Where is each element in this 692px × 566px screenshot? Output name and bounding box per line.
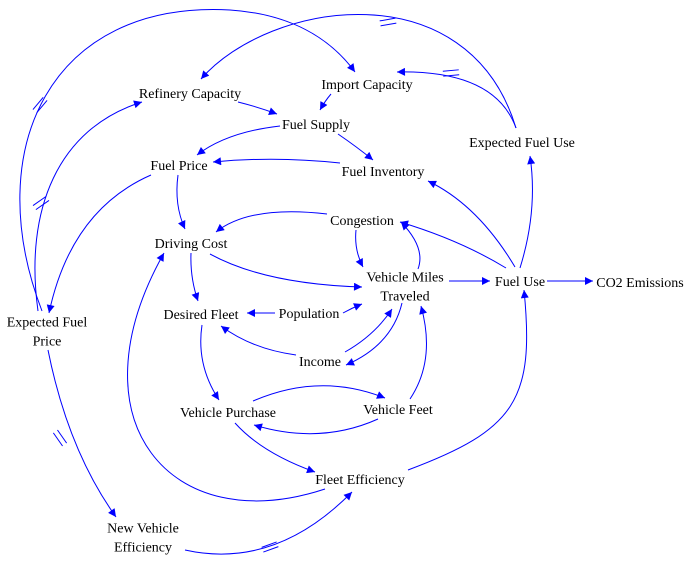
node-driving-cost: Driving Cost: [155, 237, 228, 252]
delay-mark: [442, 69, 460, 77]
link-fuel-price-to-driving-cost: [176, 174, 186, 230]
link-vehicle-feet-to-vehicle-purchase: [253, 418, 379, 435]
link-expected-fuel-use-to-refinery-capacity: [200, 14, 517, 129]
link-income-to-desired-fleet: [220, 325, 297, 356]
delay-mark: [32, 195, 50, 211]
link-import-capacity-to-fuel-supply: [319, 93, 332, 111]
link-vehicle-miles-traveled-to-congestion: [400, 221, 421, 270]
link-fleet-efficiency-to-fuel-use: [407, 289, 529, 471]
node-refinery-capacity: Refinery Capacity: [139, 87, 241, 102]
node-fuel-inventory: Fuel Inventory: [342, 165, 425, 180]
node-label-line: Driving Cost: [155, 237, 228, 252]
link-vehicle-purchase-to-fleet-efficiency: [234, 422, 316, 474]
link-expected-fuel-use-to-import-capacity: [396, 67, 517, 129]
node-label-line: Fuel Inventory: [342, 165, 425, 180]
delay-mark: [379, 17, 397, 27]
node-label-line: Population: [279, 307, 340, 322]
node-import-capacity: Import Capacity: [321, 78, 412, 93]
node-label-line: Expected Fuel Use: [469, 136, 575, 151]
node-population: Population: [279, 307, 340, 322]
node-label-line: Income: [299, 355, 341, 370]
link-expected-fuel-price-to-import-capacity: [19, 9, 356, 312]
node-co2-emissions: CO2 Emissions: [596, 276, 684, 291]
node-label-line: Price: [33, 335, 62, 350]
node-label-line: Congestion: [330, 214, 394, 229]
link-new-vehicle-efficiency-to-fleet-efficiency: [184, 491, 353, 555]
node-label-line: Efficiency: [114, 541, 172, 556]
link-population-to-vehicle-miles-traveled: [342, 303, 363, 314]
node-vehicle-feet: Vehicle Feet: [363, 403, 433, 418]
link-congestion-to-driving-cost: [215, 211, 328, 233]
link-income-to-vehicle-miles-traveled: [344, 308, 393, 353]
link-refinery-capacity-to-fuel-supply: [237, 101, 278, 115]
node-fuel-use: Fuel Use: [495, 275, 545, 290]
node-fuel-supply: Fuel Supply: [282, 118, 350, 133]
link-fuel-use-to-expected-fuel-use: [519, 155, 536, 269]
node-label-line: Refinery Capacity: [139, 87, 241, 102]
node-label-line: Traveled: [380, 290, 429, 305]
node-label-line: Fuel Use: [495, 275, 545, 290]
link-fuel-supply-to-fuel-inventory: [337, 133, 374, 161]
node-label-line: Desired Fleet: [163, 308, 238, 323]
link-vehicle-miles-traveled-to-income: [345, 302, 403, 366]
node-congestion: Congestion: [330, 214, 394, 229]
link-fleet-efficiency-to-driving-cost: [127, 252, 326, 502]
delay-mark: [52, 429, 68, 447]
links-layer: [19, 9, 593, 555]
link-fuel-use-to-fuel-inventory: [427, 180, 516, 268]
node-desired-fleet: Desired Fleet: [163, 308, 238, 323]
link-driving-cost-to-vehicle-miles-traveled: [209, 253, 363, 291]
node-label-line: Fleet Efficiency: [315, 473, 405, 488]
link-congestion-to-vehicle-miles-traveled: [355, 229, 364, 268]
link-expected-fuel-price-to-refinery-capacity: [34, 100, 143, 312]
delay-mark: [261, 541, 279, 553]
node-fuel-price: Fuel Price: [150, 159, 207, 174]
node-label-line: Fuel Supply: [282, 118, 350, 133]
node-label-line: Vehicle Miles: [366, 271, 443, 286]
node-expected-fuel-use: Expected Fuel Use: [469, 136, 575, 151]
link-vehicle-feet-to-vehicle-miles-traveled: [409, 305, 427, 400]
link-fuel-supply-to-fuel-price: [196, 125, 281, 156]
link-desired-fleet-to-vehicle-purchase: [200, 324, 220, 401]
node-vehicle-purchase: Vehicle Purchase: [180, 406, 276, 421]
node-label-line: Vehicle Feet: [363, 403, 433, 418]
node-label-line: New Vehicle: [107, 522, 179, 537]
link-fuel-use-to-congestion: [399, 220, 507, 269]
link-driving-cost-to-desired-fleet: [190, 252, 200, 302]
node-label-line: Expected Fuel: [7, 316, 88, 331]
link-vehicle-purchase-to-vehicle-feet: [252, 385, 386, 402]
link-expected-fuel-price-to-new-vehicle-efficiency: [47, 349, 117, 518]
node-label-line: Vehicle Purchase: [180, 406, 276, 421]
delay-mark: [32, 96, 48, 114]
node-income: Income: [299, 355, 341, 370]
node-label-line: Import Capacity: [321, 78, 412, 93]
link-fuel-inventory-to-fuel-price: [212, 157, 341, 166]
node-fleet-efficiency: Fleet Efficiency: [315, 473, 405, 488]
node-label-line: Fuel Price: [150, 159, 207, 174]
link-fuel-price-to-expected-fuel-price: [46, 174, 152, 314]
node-label-line: CO2 Emissions: [596, 276, 684, 291]
